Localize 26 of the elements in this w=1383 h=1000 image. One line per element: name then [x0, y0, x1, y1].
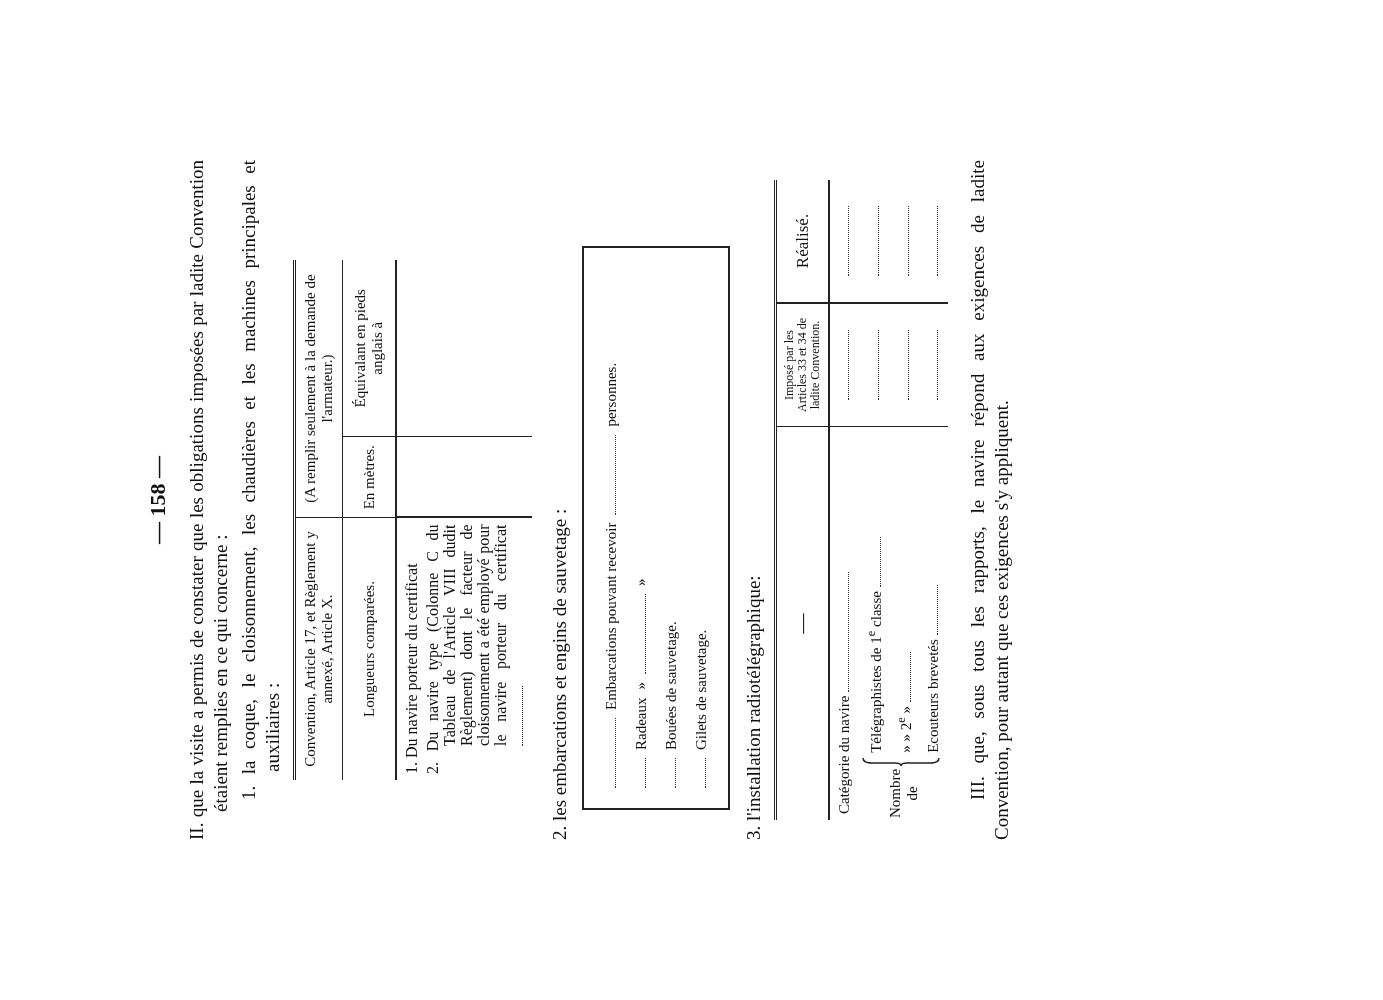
list-item: 3. l'installation radiotélégraphique:: [742, 574, 765, 840]
list-item: 1. Du navire porteur du certificat: [403, 562, 420, 774]
paragraph: III. que, sous tous les rapports, le navire répond aux exigences de ladite Convention, pour autant que ces exigences s'y appliquent.: [966, 160, 1013, 840]
table-header: (A remplir seulement à la demande de l'armateur.): [294, 260, 343, 518]
list-item: 2. les embarcations et engins de sauvetage :: [548, 507, 571, 840]
page-number: — 158 —: [145, 455, 171, 546]
form-text: Gilets de sauvetage.: [692, 629, 710, 750]
table-header: En mètres.: [342, 437, 396, 518]
table-header: —: [775, 426, 829, 820]
form-text: Radeaux: [632, 697, 650, 750]
list-item: 2. Du navire type (Colonne C du Tableau de l'Article VIII dudit Règlement) dont le facteur de cloisonnement a été employé pour le navire porteur du certificat: [424, 524, 526, 774]
row-label: Nombre de: [885, 767, 921, 820]
form-text: »: [632, 682, 650, 690]
list-item: 1. la coque, le cloisonnement, les chaudières et les machines principales et auxiliaires :: [237, 160, 284, 800]
table-header: Réalisé.: [775, 180, 829, 303]
table-header: Imposé par les Articles 33 et 34 de ladite Convention.: [775, 303, 829, 427]
row-label: Catégorie du navire: [836, 695, 852, 814]
form-box: [582, 246, 730, 810]
form-text: personnes.: [602, 362, 620, 427]
table-header: Longueurs comparées.: [342, 517, 396, 780]
form-text: Bouées de sauvetage.: [662, 621, 680, 750]
table-header: Convention, Article 17, et Règlement y annexé, Article X.: [294, 517, 343, 780]
form-text: »: [632, 578, 650, 586]
paragraph: II. que la visite a permis de constater que les obligations imposées par ladite Convention étaient remplies en ce qui concerne :: [185, 160, 232, 840]
form-text: Embarcations pouvant recevoir: [602, 522, 620, 710]
row-label: Ecouteurs brevetés: [925, 639, 941, 753]
